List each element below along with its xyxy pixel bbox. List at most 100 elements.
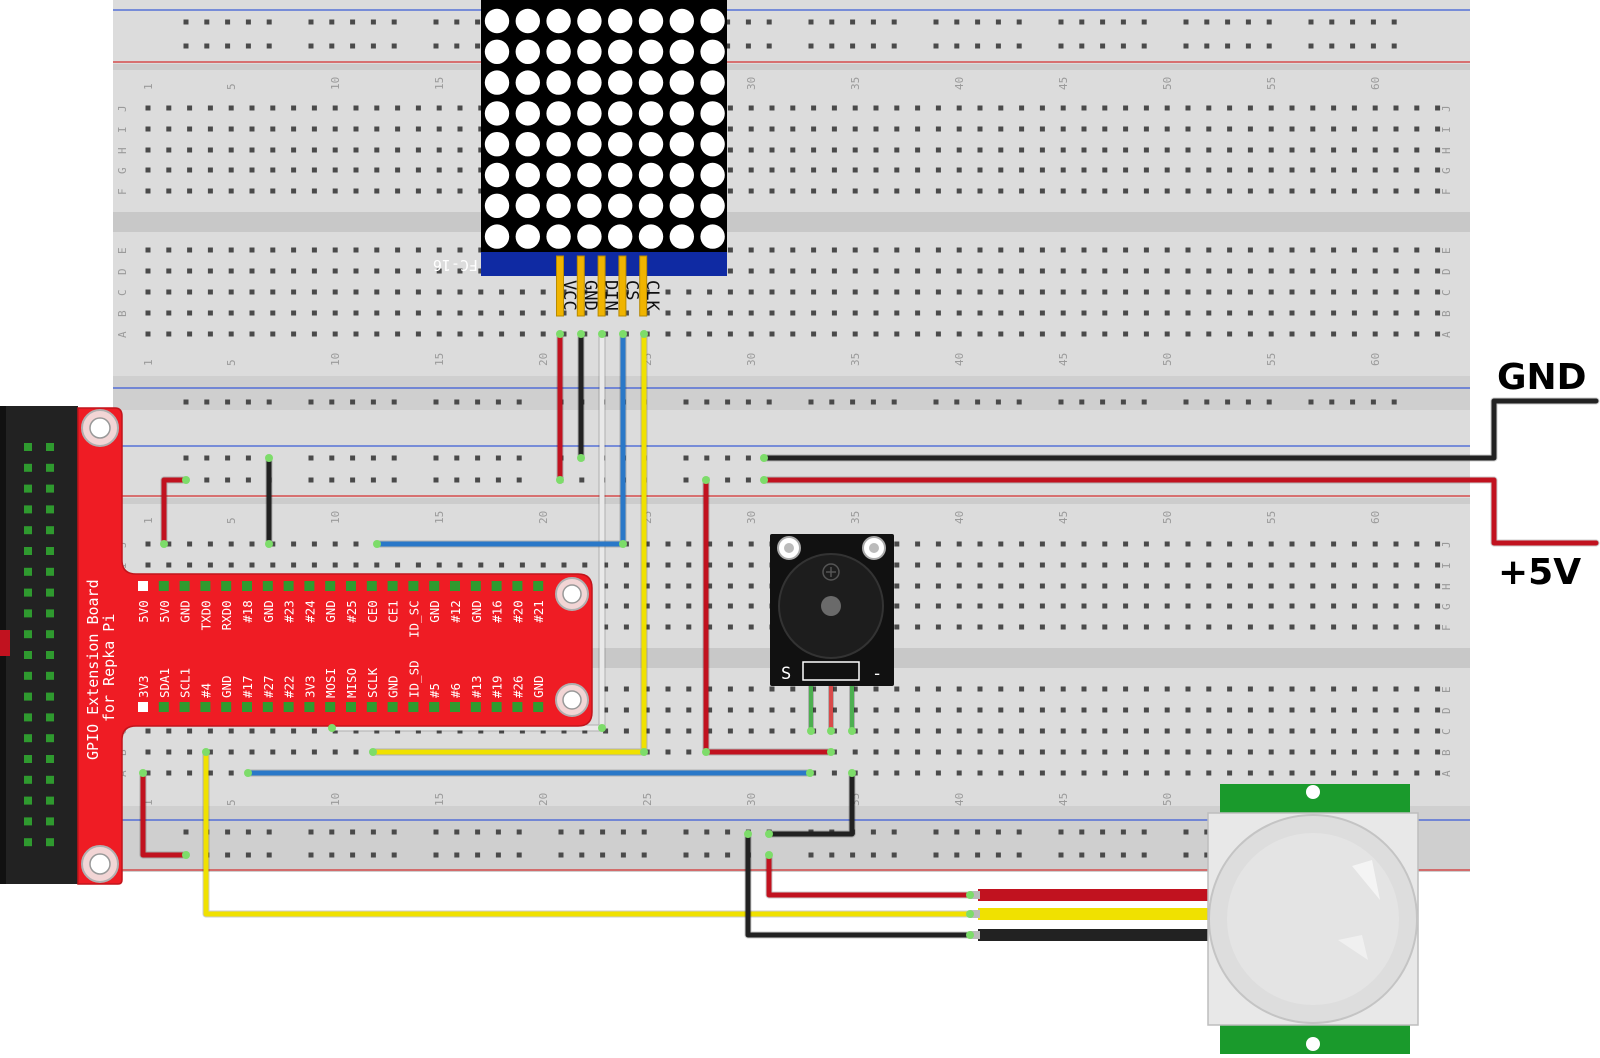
row-letter: B	[1440, 749, 1453, 756]
led-dot	[669, 39, 694, 64]
column-number: 15	[433, 793, 446, 806]
row-letter: B	[1440, 310, 1453, 317]
row-letter: I	[1440, 126, 1453, 133]
gnd-label: GND	[1497, 357, 1587, 398]
row-letter: B	[116, 310, 129, 317]
gpio-pad	[429, 702, 440, 712]
wire	[766, 770, 855, 837]
gpio-bottom-pin-label: MISO	[344, 668, 359, 698]
column-number: 5	[225, 799, 238, 806]
gpio-pad	[366, 702, 377, 712]
header-pin	[46, 609, 54, 618]
header-pin	[24, 838, 32, 847]
column-number: 45	[1057, 353, 1070, 366]
gpio-board-pcb	[77, 407, 593, 885]
header-pin	[46, 775, 54, 784]
gpio-top-pin-label: GND	[261, 600, 276, 623]
led-dot	[669, 8, 694, 34]
column-number: 60	[1369, 353, 1382, 366]
column-number: 40	[953, 77, 966, 90]
wire-endpoint	[848, 727, 856, 735]
header-pin	[46, 817, 54, 826]
led-dot	[577, 8, 602, 34]
column-number: 55	[1265, 511, 1278, 524]
led-dot	[669, 162, 694, 188]
buzzer-module: S -	[770, 534, 894, 686]
gpio-top-pin-label: GND	[323, 600, 338, 623]
gpio-top-pin-label: TXD0	[198, 600, 213, 630]
column-number: 20	[537, 793, 550, 806]
gpio-pad	[283, 702, 294, 712]
wire-endpoint	[182, 851, 190, 859]
header-pin	[46, 755, 54, 763]
row-letter: I	[116, 126, 129, 133]
gpio-pad	[221, 581, 232, 591]
column-number: 10	[329, 793, 342, 806]
led-dot	[669, 101, 694, 126]
column-number: 25	[641, 793, 654, 806]
gpio-pin-pads	[138, 581, 544, 712]
led-dot	[546, 39, 571, 64]
led-dot	[669, 193, 694, 218]
header-pin	[24, 713, 32, 722]
header-pin	[46, 671, 54, 680]
gpio-bottom-pin-label: #17	[240, 675, 255, 698]
led-dot	[700, 70, 725, 95]
column-number: 5	[225, 359, 238, 366]
header-pin	[24, 463, 32, 472]
column-number: 1	[142, 359, 155, 366]
gpio-bottom-pin-label: #27	[261, 675, 276, 698]
led-dot	[638, 132, 664, 157]
header-pin	[46, 692, 54, 701]
gpio-pad	[533, 581, 544, 591]
header-pin	[46, 734, 54, 743]
wire-endpoint	[827, 727, 835, 735]
led-dot	[484, 39, 510, 64]
gpio-pad	[304, 581, 315, 591]
buzzer-ground-label: -	[872, 664, 882, 684]
row-letter: A	[1440, 331, 1453, 338]
led-dot	[577, 39, 602, 64]
wire-endpoint	[807, 727, 815, 735]
wire	[745, 831, 973, 938]
led-dot	[577, 224, 602, 249]
column-number: 60	[1369, 77, 1382, 90]
column-number: 45	[1057, 77, 1070, 90]
matrix-pin-label: CLK	[642, 280, 662, 311]
gpio-bottom-pin-label: #5	[427, 683, 442, 698]
row-letter: C	[1440, 289, 1453, 296]
pir-cable	[978, 929, 1208, 941]
gpio-bottom-pin-label: SCL1	[178, 668, 193, 698]
gpio-top-pin-label: GND	[178, 600, 193, 623]
led-dot	[608, 193, 633, 218]
header-pin	[24, 817, 32, 826]
led-dot	[484, 162, 510, 188]
column-number: 50	[1161, 353, 1174, 366]
led-dot	[638, 193, 664, 218]
gpio-pad	[221, 702, 232, 712]
led-dot	[546, 132, 571, 157]
led-dot	[638, 39, 664, 64]
gpio-bottom-pin-label: GND	[531, 675, 546, 698]
column-number: 1	[142, 83, 155, 90]
gpio-pad	[242, 581, 252, 591]
led-dot	[577, 162, 602, 188]
header-pin	[24, 630, 32, 639]
header-pin	[24, 755, 32, 763]
wire-endpoint	[744, 830, 752, 838]
led-matrix-dots	[484, 8, 725, 249]
led-dot	[515, 39, 540, 64]
led-dot	[669, 224, 694, 249]
column-number: 50	[1161, 77, 1174, 90]
wire-endpoint	[556, 330, 564, 338]
column-number: 55	[1265, 353, 1278, 366]
gpio-pad	[387, 581, 398, 591]
led-dot	[484, 193, 510, 218]
led-dot	[515, 101, 540, 126]
wire-endpoint	[244, 769, 252, 777]
led-dot	[515, 132, 540, 157]
